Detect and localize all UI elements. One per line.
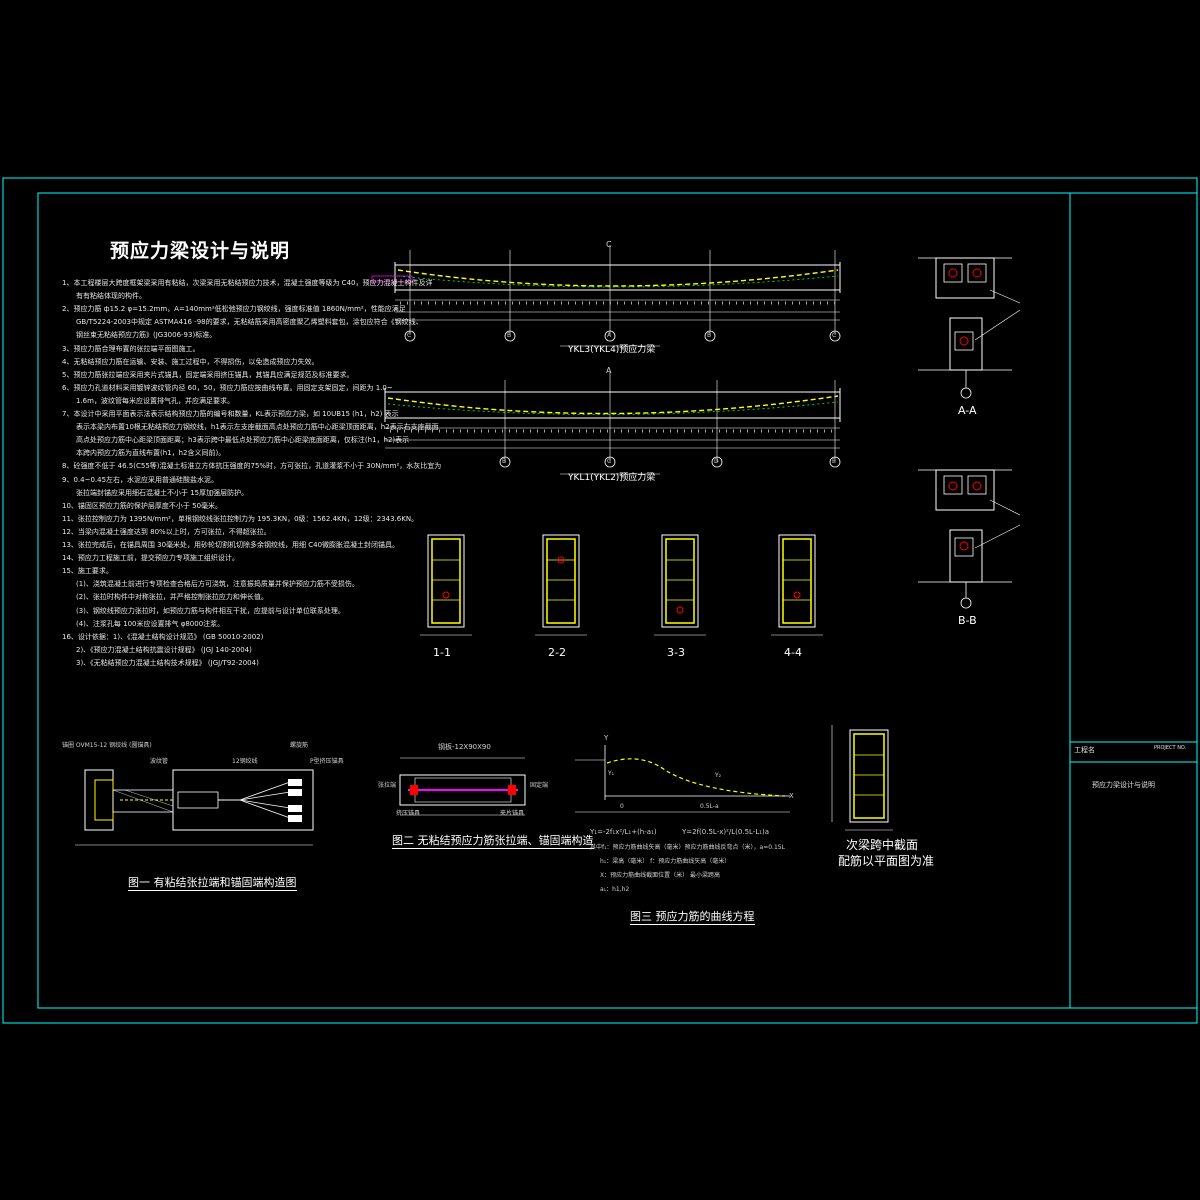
note-line: 5、预应力筋张拉端应采用夹片式锚具，固定端采用挤压锚具，其锚具应满足规范及标准要… — [62, 370, 354, 379]
page-title: 预应力梁设计与说明 — [110, 240, 291, 262]
figure2-right-bottom: 夹片锚具 — [500, 810, 525, 817]
beam-section-1-1 — [420, 534, 472, 636]
section-bb-drawing — [918, 469, 1021, 609]
note-line: 高点处预应力筋中心距梁顶面距离；h3表示跨中最低点处预应力筋中心距梁底面距离，仅… — [76, 436, 410, 445]
figure2-plate: 钢板-12X90X90 — [438, 743, 491, 751]
beam2-caption: YKL1(YKL2)预应力梁 — [568, 473, 656, 483]
note-line: 3、预应力筋合理布置的张拉端平面图施工。 — [62, 344, 200, 353]
figure1-label-duct: 波纹管 — [150, 758, 169, 765]
note-line: 有有粘结体现的构件。 — [76, 292, 146, 301]
beam1-axis-bubble-label: B — [507, 332, 512, 339]
note-line: (3)、钢绞线预应力张拉时，如预应力筋与构件相互干扰，应提前与设计单位联系处理。 — [76, 606, 345, 615]
note-line: 15、施工要求。 — [62, 567, 113, 576]
figure1-label-anchor: P型挤压锚具 — [310, 758, 344, 765]
note-line: 13、张拉完成后，在锚具周围 30毫米处，用砂轮切割机切除多余钢绞线，用细 C4… — [62, 541, 400, 549]
note-line: 10、锚固区预应力筋的保护层厚度不小于 50毫米。 — [62, 501, 223, 510]
figure3-x-axis: X — [789, 792, 794, 800]
beam2-axis-bubble-label: E — [832, 458, 836, 465]
note-line: 张拉端封锚应采用细石混凝土不小于 15厚加强层防护。 — [76, 488, 249, 497]
note-line: 2)、《预应力混凝土结构抗震设计规程》 (JGJ 140-2004) — [76, 645, 252, 654]
secondary-beam-title: 次梁跨中截面 — [846, 838, 919, 852]
note-line: 1、本工程楼层大跨度框架梁采用有粘结，次梁采用无粘结预应力技术，混凝土强度等级为… — [62, 279, 433, 287]
figure2-left: 张拉端 — [378, 782, 397, 789]
note-line: 6、预应力孔道材料采用镀锌波纹管内径 60，50，预应力筋应按曲线布置。用固定支… — [62, 383, 393, 392]
section-3-3-label: 3-3 — [667, 646, 685, 659]
note-line: (1)、浇筑混凝土前进行专项检查合格后方可浇筑，注意振捣质量并保护预应力筋不受损… — [76, 580, 359, 589]
figure3-drawing — [575, 745, 790, 813]
beam1-caption: YKL3(YKL4)预应力梁 — [568, 345, 656, 355]
figure1-drawing — [75, 769, 314, 846]
beam1-axis-bubble-label: C — [407, 332, 412, 339]
secondary-beam-section — [831, 725, 893, 831]
figure2-caption: 图二 无粘结预应力筋张拉端、锚固端构造 — [392, 834, 594, 849]
beam-section-4-4 — [771, 534, 823, 636]
note-line: 7、本设计中采用平面表示法表示结构预应力筋的编号和数量，KL表示预应力梁，如 1… — [62, 410, 399, 418]
note-line: 8、砼强度不低于 46.5(C55等)混凝土标准立方体抗压强度的75%时，方可张… — [62, 462, 442, 471]
figure3-y1: Y₁ — [608, 770, 615, 777]
title-block-label-right: PROJECT NO. — [1154, 745, 1187, 751]
note-line: 12、当梁内混凝土强度达到 80%以上时，方可张拉，不得超张拉。 — [62, 527, 271, 536]
beam-section-3-3 — [654, 534, 706, 636]
section-aa-drawing — [918, 257, 1021, 399]
note-line: 4、无粘结预应力筋在运输、安装、施工过程中，不得损伤，以免造成预应力失效。 — [62, 357, 319, 366]
secondary-beam-subtitle: 配筋以平面图为准 — [838, 854, 935, 868]
figure2-drawing — [399, 757, 526, 816]
section-2-2-label: 2-2 — [548, 646, 566, 659]
note-line: 11、张拉控制应力为 1395N/mm²，单根钢绞线张拉控制力为 195.3KN… — [62, 514, 419, 523]
note-line: 本跨内预应力筋为直线布置(h1，h2含义同前)。 — [76, 449, 226, 458]
beam1-axis-bubble-label: A — [607, 332, 612, 339]
note-line: 1.6m，波纹管每米应设置排气孔，并应满足要求。 — [76, 396, 234, 405]
figure3-y-axis: Y — [604, 734, 609, 742]
inner-frame — [37, 192, 1198, 1009]
figure3-caption: 图三 预应力筋的曲线方程 — [630, 910, 755, 925]
figure3-eq2: Y=2f(0.5L-x)²/L(0.5L-L₁)a — [682, 828, 770, 836]
title-block-drawing-name: 预应力梁设计与说明 — [1092, 781, 1155, 789]
beam2-axis-bubble-label: B — [502, 458, 507, 465]
figure1-label-strand: 12钢绞线 — [232, 758, 258, 765]
beam2-axis-bubble-label: D — [714, 458, 719, 465]
note-line: 表示本梁内布置10根无粘结预应力钢绞线，h1表示左支座截面高点处预应力筋中心距梁… — [76, 423, 439, 432]
beam1-elevation — [371, 245, 841, 347]
note-line: (2)、张拉时构件中对称张拉，并严格控制张拉应力和伸长值。 — [76, 593, 268, 602]
figure1-caption: 图一 有粘结张拉端和锚固端构造图 — [128, 876, 297, 891]
beam1-axis-label: C — [606, 240, 612, 249]
figure3-x0: 0 — [620, 803, 624, 810]
figure3-y2: Y₂ — [715, 772, 722, 779]
note-line: 3)、《无粘结预应力混凝土结构技术规程》 (JGJ/T92-2004) — [76, 658, 259, 667]
beam1-axis-bubble-label: B — [707, 332, 712, 339]
section-1-1-label: 1-1 — [433, 646, 451, 659]
figure3-line3: X：预应力筋曲线截面位置（米） 最小梁跨高 — [600, 872, 721, 879]
beam1-axis-bubble-label: C — [832, 332, 837, 339]
note-line: GB/T5224-2003中规定 ASTMA416 -98的要求，无粘结筋采用高… — [76, 318, 423, 327]
figure2-left-bottom: 挤压锚具 — [396, 810, 421, 817]
title-block-label-left: 工程名 — [1074, 746, 1095, 754]
figure3-line2: h₁：梁高（毫米） f：预应力筋曲线矢高（毫米） — [600, 858, 731, 865]
section-bb-label: B-B — [958, 614, 977, 627]
beam-section-2-2 — [535, 534, 587, 636]
note-line: 钢丝束无粘结预应力筋》(JG3006-93)标准。 — [76, 331, 217, 340]
figure3-eq1: Y₁=-2f₁x²/L₁+(h-a₁) — [590, 828, 657, 836]
note-line: (4)、注浆孔每 100米应设置排气 φ8000注浆。 — [76, 619, 225, 628]
beam2-elevation — [384, 372, 841, 475]
figure3-xl: 0.5L-a — [700, 803, 719, 810]
beam2-axis-label: A — [606, 366, 612, 375]
note-line: 16、设计依据：1)、《混凝土结构设计规范》 (GB 50010-2002) — [62, 632, 264, 641]
note-line: 14、预应力工程施工前，提交预应力专项施工组织设计。 — [62, 554, 239, 563]
section-4-4-label: 4-4 — [784, 646, 802, 659]
figure1-spec: 锚圈 OVM15-12 钢绞线 (圆锚具) — [62, 742, 152, 749]
figure3-line4: a₁：h1,h2 — [600, 886, 630, 893]
section-aa-label: A-A — [958, 404, 977, 417]
figure2-right: 固定端 — [530, 782, 549, 789]
figure1-label-spiral: 螺旋筋 — [290, 742, 309, 749]
figure3-line1: 其中f₁：预应力筋曲线矢高（毫米）预应力筋曲线反弯点（米），a=0.15L — [590, 844, 785, 851]
note-line: 9、0.4~0.45左右，水泥应采用普通硅酸盐水泥。 — [62, 475, 219, 484]
beam2-axis-bubble-label: C — [607, 458, 612, 465]
note-line: 2、预应力筋 ф15.2 φ=15.2mm，A=140mm²低松弛预应力钢绞线，… — [62, 305, 406, 314]
